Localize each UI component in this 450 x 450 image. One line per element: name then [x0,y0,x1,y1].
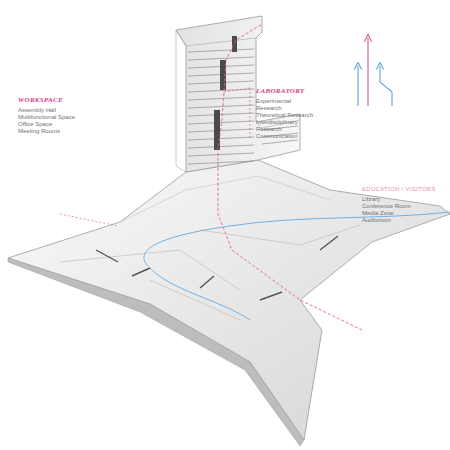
tower-ribbon [188,49,254,164]
program-item: Auditorium [362,217,391,224]
program-item: Experimental [256,98,291,105]
zone-heading: LABORATORY [256,88,305,95]
zone-heading: WORKSPACE [18,97,63,104]
zone-heading: EDUCATION / VISITORS [362,186,436,193]
tower-ribbon [232,36,237,52]
circulation-lines [144,212,450,320]
base-wing [60,225,360,320]
base-wing [8,160,450,440]
program-item: Research [256,105,282,112]
flow-arrows [380,66,392,106]
program-item: Research [256,126,282,133]
base-wing [8,160,450,446]
program-item: Interdisciplinary [256,119,298,126]
floor-slab [188,137,254,140]
flow-arrows [357,66,358,106]
base-wing [96,236,338,300]
floor-slab [188,57,254,60]
program-item: Multifunctional Space [18,114,75,121]
program-item: Theoretical Research [256,112,313,119]
circulation-lines [224,88,250,140]
floor-slab [188,113,254,116]
floor-slab [188,161,254,164]
program-item: Media Zone [362,210,394,217]
floor-slab [188,121,254,124]
program-item: Meeting Rooms [18,128,60,135]
floor-slab [188,49,254,52]
base-wing [120,176,330,222]
circulation-lines [60,214,118,226]
flow-arrows [358,38,392,106]
circulation-lines [218,24,362,330]
program-item: Conference Room [362,203,411,210]
program-item: Assembly Hall [18,107,56,114]
program-item: Communication [256,133,298,140]
base-wing [8,258,304,446]
flow-arrows [367,38,368,106]
tower-ribbon [176,30,300,172]
floor-slab [188,145,254,148]
floor-slab [188,153,254,156]
floor-slab [188,97,254,100]
program-item: Office Space [18,121,52,128]
floor-slab [188,105,254,108]
program-item: Library [362,196,380,203]
circulation-lines [60,24,450,330]
